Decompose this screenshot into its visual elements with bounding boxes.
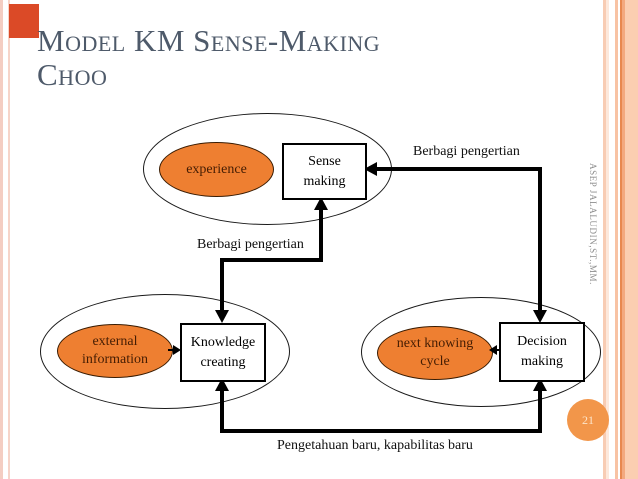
right-stripe-bar: [615, 0, 618, 479]
decision-loop-ellipse: [361, 297, 601, 407]
decision-making-line1: Decision: [517, 334, 567, 349]
arrow-external-to-knowledge-shaft: [168, 349, 175, 351]
knowledge-creating-line2: creating: [200, 354, 246, 370]
next-knowing-cycle-line2: cycle: [420, 354, 450, 369]
right-stripe-bar: [620, 0, 622, 479]
sense-making-box: Sense making: [282, 143, 367, 200]
right-stripe-bar: [622, 0, 625, 479]
experience-label: experience: [186, 161, 247, 177]
external-information-line1: external: [92, 334, 138, 349]
connector-mid-vertical-left: [220, 260, 224, 312]
right-stripe-bar: [603, 0, 606, 479]
arrow-decision-to-cycle-head: [489, 345, 497, 355]
decision-making-box: Decision making: [499, 322, 585, 382]
new-knowledge-label: Pengetahuan baru, kapabilitas baru: [277, 438, 473, 453]
next-knowing-cycle-ellipse: next knowing cycle: [377, 326, 493, 380]
page-title: Model KM Sense-Making Choo: [37, 24, 380, 92]
connector-top-vertical: [538, 167, 542, 312]
right-stripe-bar: [606, 0, 609, 479]
connector-bottom-horizontal: [220, 429, 542, 433]
right-stripe-bar: [625, 0, 638, 479]
shared-understanding-top-label: Berbagi pengertian: [413, 144, 520, 159]
experience-ellipse: experience: [159, 142, 274, 197]
next-knowing-cycle-line1: next knowing: [396, 336, 474, 351]
arrowhead-into-decision-making-top: [533, 310, 547, 323]
decision-making-line2: making: [521, 354, 563, 369]
arrowhead-into-sense-making-bottom: [314, 197, 328, 210]
external-information-line2: information: [81, 352, 149, 367]
arrow-decision-to-cycle-shaft: [496, 349, 501, 351]
sense-making-line1: Sense: [308, 153, 341, 169]
connector-mid-horizontal: [220, 258, 323, 262]
page-number: 21: [582, 412, 594, 427]
external-information-ellipse: external information: [57, 324, 173, 378]
page-number-badge: 21: [567, 399, 609, 441]
page-title-line2: Choo: [37, 57, 108, 92]
connector-top-horizontal: [375, 167, 542, 171]
knowledge-creating-line1: Knowledge: [190, 334, 256, 350]
corner-accent-square: [9, 4, 39, 38]
left-edge-line-inner: [8, 0, 10, 479]
knowledge-creating-box: Knowledge creating: [180, 323, 266, 382]
knowledge-loop-ellipse: [40, 294, 290, 409]
arrow-external-to-knowledge-head: [173, 345, 181, 355]
shared-understanding-mid-label: Berbagi pengertian: [197, 237, 304, 252]
sense-making-line2: making: [303, 173, 346, 189]
page-title-line1: Model KM Sense-Making: [37, 23, 381, 58]
connector-mid-vertical-right: [319, 208, 323, 262]
author-name-vertical: ASEP JALALUDIN,ST.,MM.: [588, 163, 598, 285]
connector-bottom-vertical-right: [538, 389, 542, 433]
connector-bottom-vertical-left: [220, 389, 224, 433]
arrowhead-into-sense-making: [364, 162, 377, 176]
arrowhead-into-knowledge-creating-top: [215, 310, 229, 323]
left-edge-line: [0, 0, 3, 479]
